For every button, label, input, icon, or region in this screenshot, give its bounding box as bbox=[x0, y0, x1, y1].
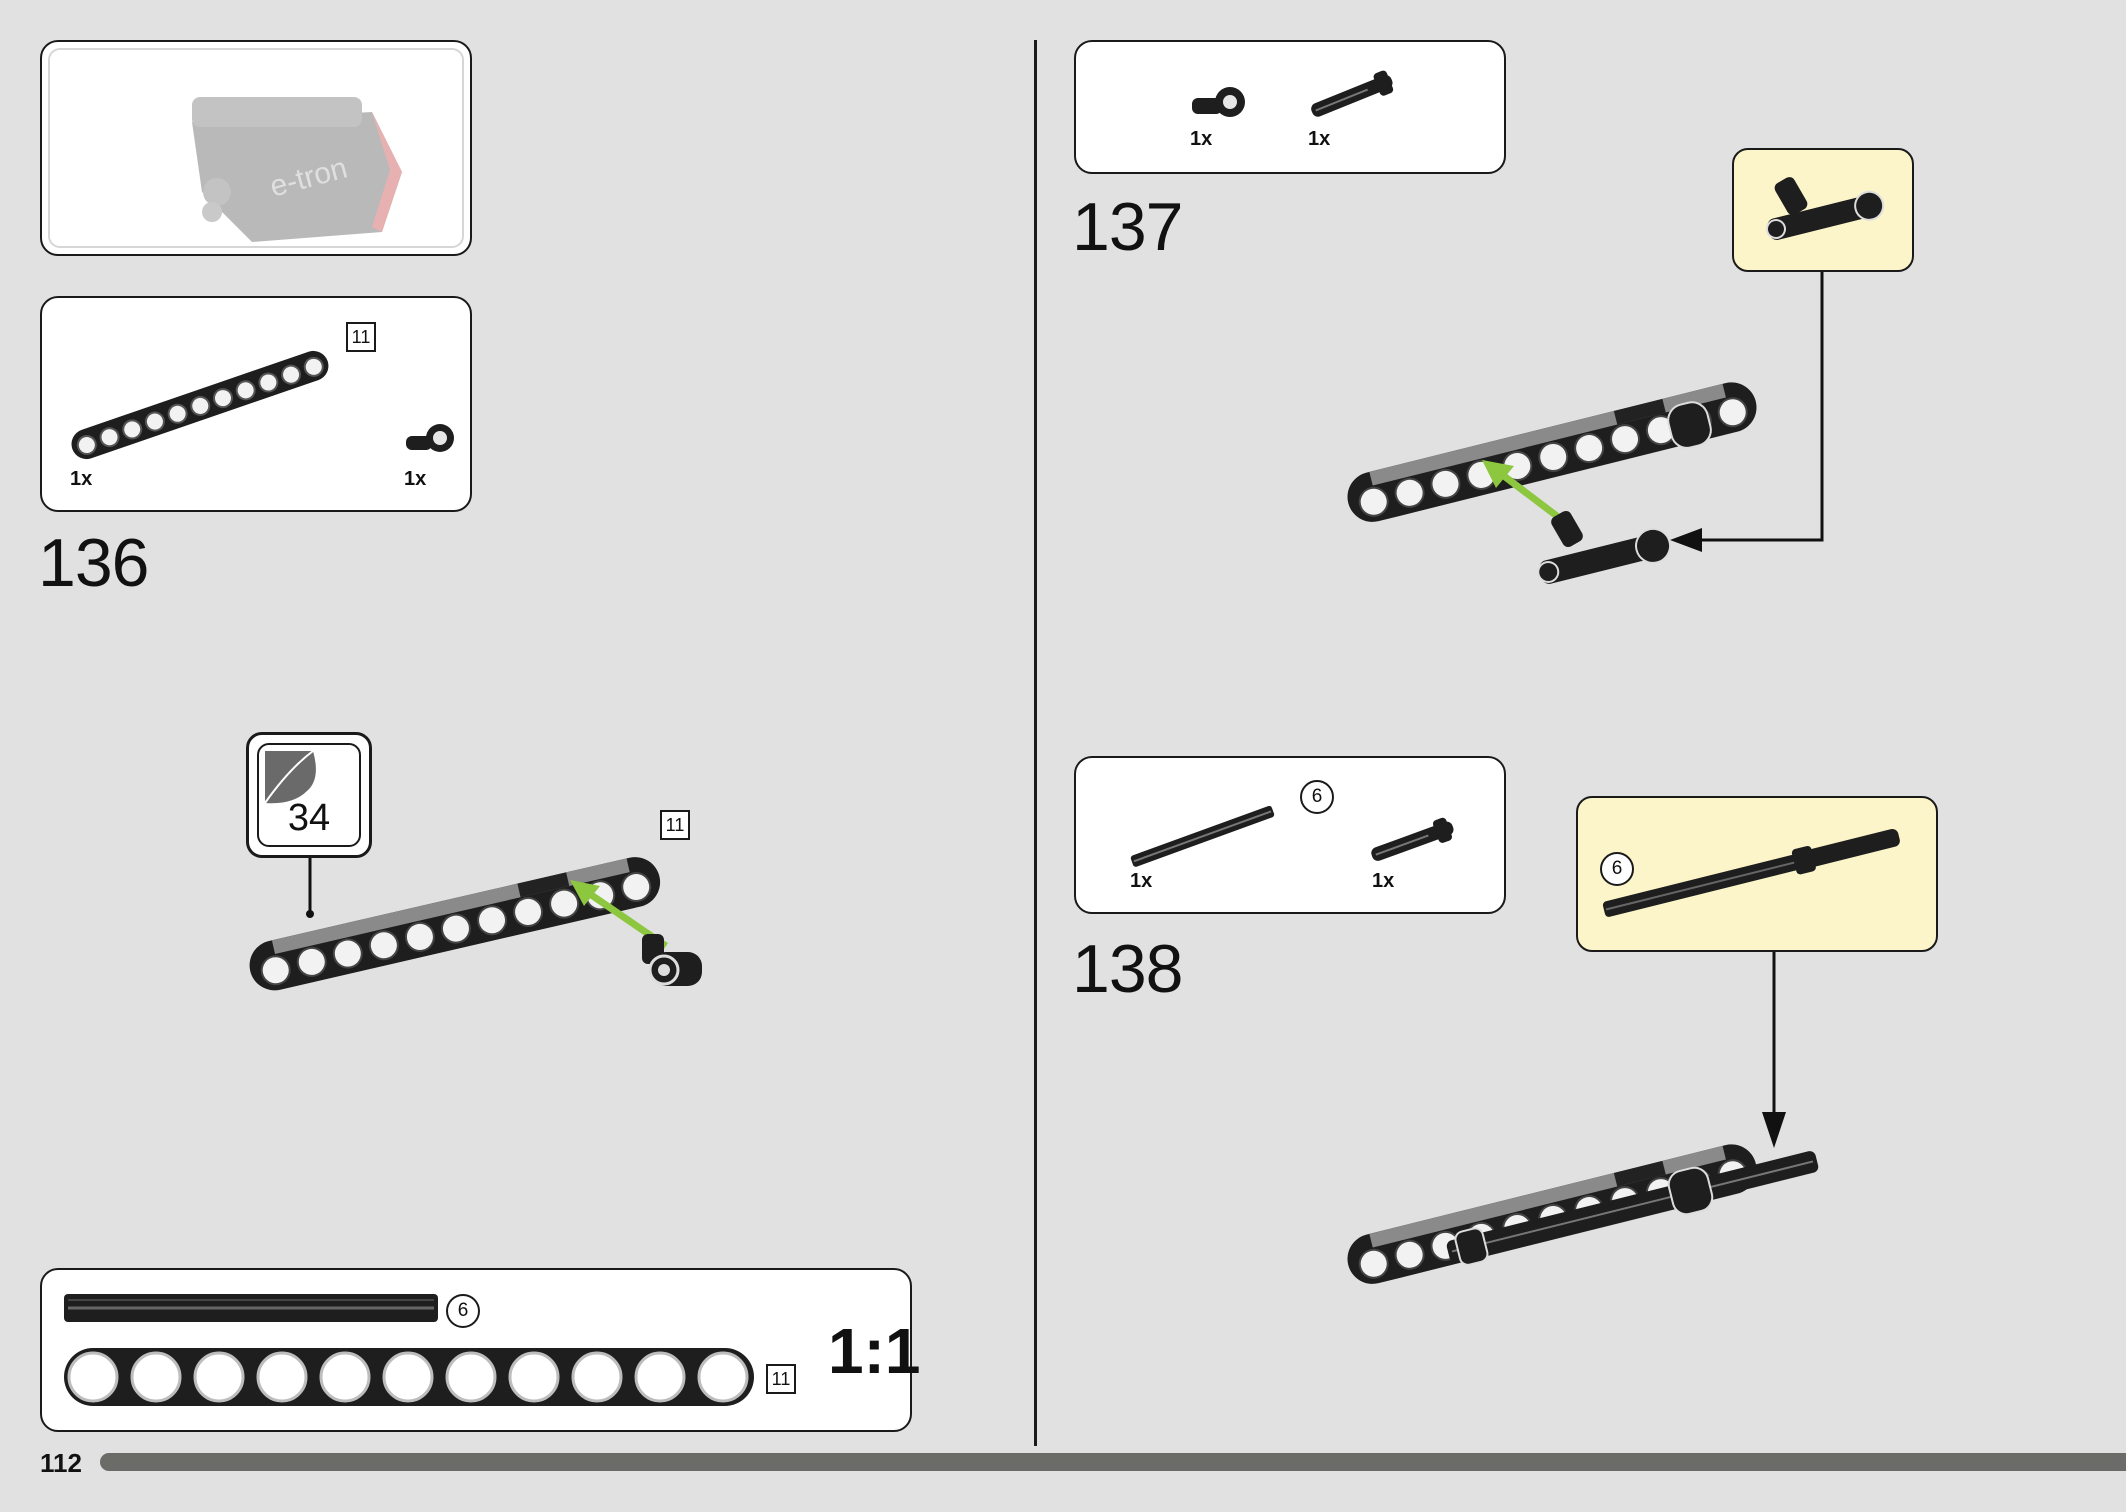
overview-thumbnail: e-tron bbox=[40, 40, 472, 256]
sticker-badge: 34 bbox=[246, 732, 372, 858]
step138-callout: 6 bbox=[1576, 796, 1938, 952]
beam-length-badge: 11 bbox=[346, 322, 376, 352]
scale-beam-length-badge: 11 bbox=[766, 1364, 796, 1394]
progress-bar bbox=[100, 1453, 2126, 1471]
step-number-136: 136 bbox=[38, 525, 149, 601]
page-number: 112 bbox=[40, 1448, 82, 1478]
part-qty: 1x bbox=[1190, 128, 1213, 150]
sticker-pointer-line bbox=[306, 858, 314, 918]
step137-callout bbox=[1732, 148, 1914, 272]
beam-11-part bbox=[71, 350, 329, 460]
scale-label: 1:1 bbox=[828, 1315, 921, 1387]
axle-pin-part bbox=[1311, 70, 1394, 117]
pin-connector-part bbox=[406, 424, 454, 452]
sticker-number: 34 bbox=[287, 797, 331, 839]
beam-11-scale bbox=[64, 1348, 754, 1406]
pin-connector-model bbox=[642, 934, 702, 986]
page-divider bbox=[1034, 40, 1037, 1446]
model-beam-length-badge: 11 bbox=[660, 810, 690, 840]
step137-assembly-beam bbox=[1347, 382, 1757, 522]
scale-box: 6 11 1:1 bbox=[40, 1268, 921, 1432]
step137-parts-box: 1x 1x bbox=[1074, 40, 1506, 174]
step136-assembly-beam bbox=[249, 857, 661, 991]
callout-pointer-arrow bbox=[1762, 952, 1786, 1148]
part-qty: 1x bbox=[1372, 870, 1395, 892]
step136-parts-box: 11 1x 1x bbox=[40, 296, 472, 512]
axle-6-part bbox=[1130, 805, 1275, 867]
callout-pointer-arrow bbox=[1670, 272, 1824, 552]
axle-length-badge: 6 bbox=[1300, 780, 1334, 814]
model-overview-image: e-tron bbox=[192, 97, 402, 242]
step-number-138: 138 bbox=[1072, 931, 1183, 1007]
sub-assembly-icon bbox=[1766, 177, 1885, 240]
part-qty: 1x bbox=[1130, 870, 1153, 892]
sticker-icon bbox=[264, 750, 316, 804]
step138-parts-box: 6 1x 1x bbox=[1074, 756, 1506, 914]
callout-axle-length-badge: 6 bbox=[1600, 852, 1634, 886]
axle-pin-part bbox=[1371, 817, 1454, 861]
sub-assembly-model bbox=[1537, 510, 1672, 584]
pin-connector-part bbox=[1192, 87, 1245, 117]
part-qty: 1x bbox=[1308, 128, 1331, 150]
step-number-137: 137 bbox=[1072, 189, 1183, 265]
part-qty: 1x bbox=[70, 468, 93, 490]
axle-6-scale bbox=[64, 1294, 438, 1322]
axle-sub-assembly-icon bbox=[1602, 828, 1900, 917]
part-qty: 1x bbox=[404, 468, 427, 490]
axle-length-badge: 6 bbox=[446, 1294, 480, 1328]
step138-assembly bbox=[1347, 1144, 1819, 1284]
